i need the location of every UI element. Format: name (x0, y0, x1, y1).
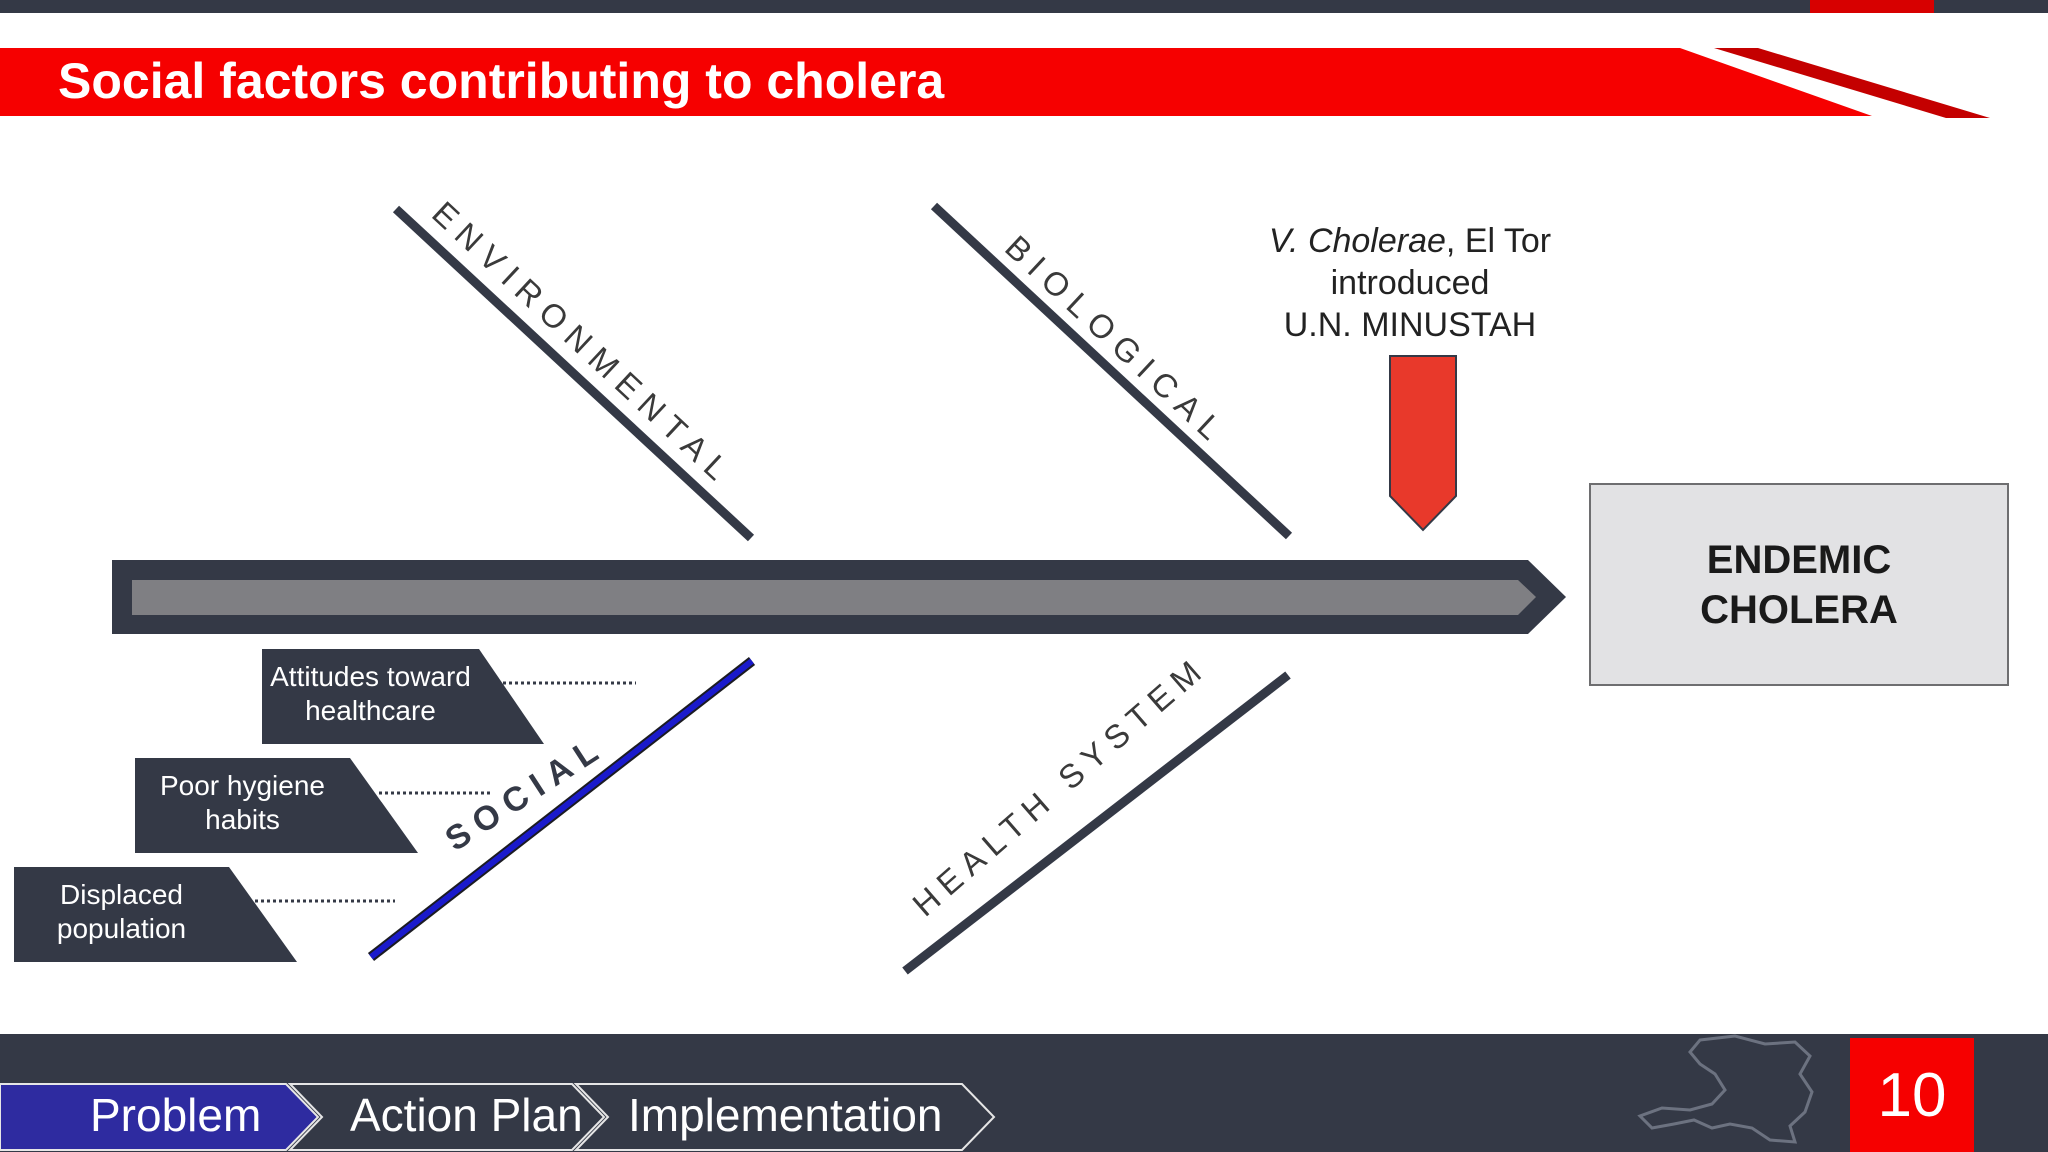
cause-line1: V. Cholerae, El Tor (1240, 220, 1580, 262)
fishbone-spine-inner (132, 580, 1536, 615)
factor-displaced-line1: Displaced (60, 879, 183, 910)
environmental-label: ENVIRONMENTAL (425, 194, 742, 493)
factor-box-displaced-shape (14, 867, 297, 962)
nav-step-implementation[interactable] (573, 1083, 996, 1151)
factor-attitudes: Attitudes toward healthcare (262, 660, 479, 728)
health-system-label: HEALTH SYSTEM (905, 648, 1214, 923)
title-banner-slash (1714, 48, 1990, 118)
nav-problem-label[interactable]: Problem (90, 1089, 262, 1141)
factor-attitudes-line1: Attitudes toward (270, 661, 471, 692)
nav-step-problem[interactable] (0, 1083, 320, 1151)
nav-action-plan-label[interactable]: Action Plan (350, 1089, 583, 1141)
cause-arrow (1389, 355, 1457, 532)
factor-hygiene: Poor hygiene habits (135, 769, 350, 837)
factor-hygiene-line2: habits (205, 804, 280, 835)
social-bone (369, 658, 754, 960)
nav-step-action-plan[interactable] (287, 1083, 606, 1151)
cause-line3: U.N. MINUSTAH (1283, 306, 1537, 344)
effect-box: ENDEMIC CHOLERA (1589, 483, 2009, 686)
slide-title: Social factors contributing to cholera (58, 53, 945, 109)
haiti-map-icon (1637, 1034, 1814, 1144)
biological-label: BIOLOGICAL (998, 228, 1235, 453)
effect-line2: CHOLERA (1700, 587, 1898, 632)
effect-line1: ENDEMIC (1706, 537, 1892, 582)
factor-displaced: Displaced population (14, 878, 229, 946)
factor-displaced-line2: population (56, 913, 187, 944)
cause-organism: V. Cholerae (1268, 222, 1446, 260)
top-accent-block (1810, 0, 1934, 13)
factor-box-hygiene-shape (135, 758, 418, 853)
top-border-bar (0, 0, 2048, 13)
environmental-bone (392, 205, 755, 542)
health-system-bone (902, 671, 1291, 975)
title-banner (0, 48, 1872, 116)
cause-text: V. Cholerae, El Tor introduced U.N. MINU… (1240, 220, 1580, 346)
factor-box-attitudes-shape (262, 649, 544, 744)
nav-implementation-label[interactable]: Implementation (628, 1089, 943, 1141)
cause-strain: , El Tor (1445, 222, 1552, 260)
page-number: 10 (1850, 1038, 1974, 1152)
biological-bone (930, 202, 1293, 540)
cause-line2: introduced (1330, 264, 1490, 302)
factor-attitudes-line2: healthcare (305, 695, 436, 726)
factor-hygiene-line1: Poor hygiene (159, 770, 325, 801)
